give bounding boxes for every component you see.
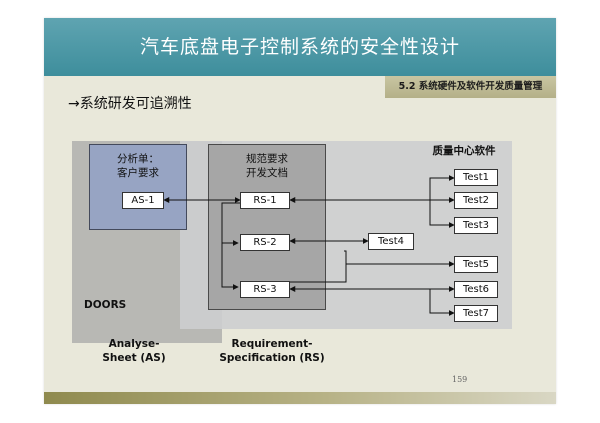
analysis-sheet-box [89, 144, 187, 230]
node-rs-3: RS-3 [240, 281, 290, 298]
node-test7: Test7 [454, 305, 498, 322]
node-test1: Test1 [454, 169, 498, 186]
trace-links [163, 175, 455, 316]
bracket-test6-7 [429, 289, 454, 314]
node-rs-2: RS-2 [240, 234, 290, 251]
link-rs1-rs2-rs3 [221, 202, 240, 288]
page-number: 159 [452, 375, 468, 384]
slide-title: 汽车底盘电子控制系统的安全性设计 [139, 36, 460, 58]
bottom-bar [44, 392, 556, 404]
as-box-label: 分析单： 客户要求 [117, 153, 159, 179]
quality-center-label: 质量中心软件 [432, 145, 496, 157]
node-test3: Test3 [454, 217, 498, 234]
node-rs-1: RS-1 [240, 192, 290, 209]
node-test4: Test4 [368, 233, 414, 250]
title-bar: 汽车底盘电子控制系统的安全性设计 [44, 18, 556, 76]
rs-caption: Requirement- Specification (RS) [219, 338, 325, 364]
node-test2: Test2 [454, 192, 498, 209]
bracket-test1-3 [429, 177, 454, 200]
node-test6: Test6 [454, 281, 498, 298]
slide-subtitle: →系统研发可追溯性 [68, 96, 192, 112]
node-as-1: AS-1 [122, 192, 164, 209]
rs-box-label: 规范要求 开发文档 [246, 153, 288, 179]
slide: 汽车底盘电子控制系统的安全性设计 5.2 系统硬件及软件开发质量管理 →系统研发… [44, 18, 556, 404]
section-tag: 5.2 系统硬件及软件开发质量管理 [385, 76, 556, 98]
doors-label: DOORS [84, 299, 127, 311]
link-rs3-test5 [290, 250, 347, 283]
node-test5: Test5 [454, 256, 498, 273]
as-caption: Analyse- Sheet (AS) [102, 338, 166, 364]
